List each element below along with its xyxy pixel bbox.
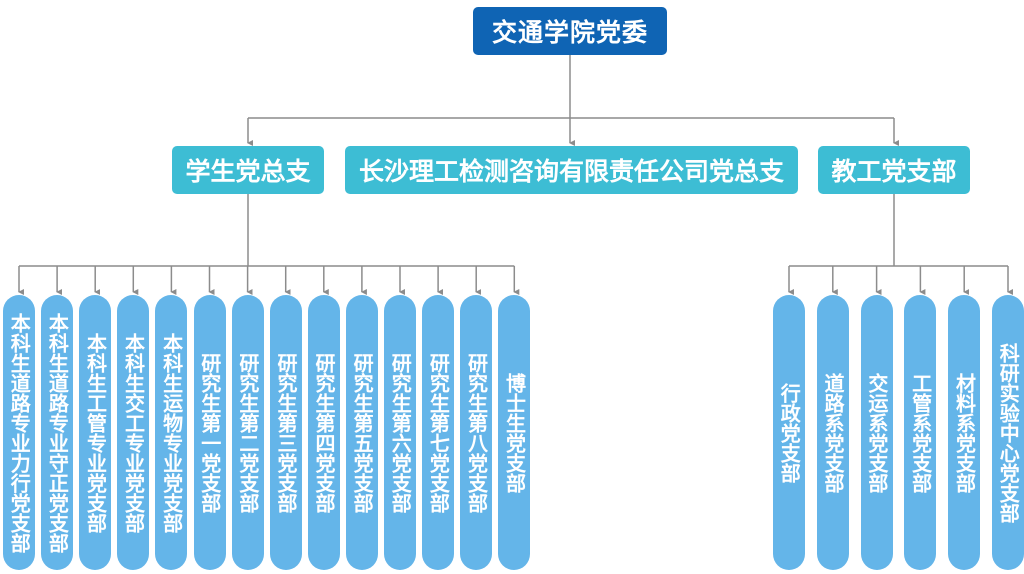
staff-unit: 科研实验中心党支部 [992, 295, 1024, 570]
student-unit: 研究生第四党支部 [307, 295, 340, 570]
staff-unit: 道路系党支部 [816, 295, 849, 570]
student-unit: 研究生第五党支部 [345, 295, 378, 570]
student-unit: 研究生第八党支部 [460, 295, 493, 570]
student-unit: 研究生第七党支部 [422, 295, 455, 570]
branch-student: 学生党总支 [172, 146, 324, 194]
student-unit: 研究生第六党支部 [384, 295, 416, 570]
student-unit: 本科生运物专业党支部 [155, 295, 188, 570]
student-unit: 博士生党支部 [498, 295, 531, 570]
staff-unit: 交运系党支部 [860, 295, 893, 570]
branch-staff: 教工党支部 [818, 146, 970, 194]
staff-unit: 材料系党支部 [948, 295, 981, 570]
staff-unit: 工管系党支部 [904, 295, 937, 570]
student-unit: 本科生道路专业力行党支部 [3, 295, 35, 570]
branch-company: 长沙理工检测咨询有限责任公司党总支 [345, 146, 798, 194]
staff-unit: 行政党支部 [773, 295, 805, 570]
root-node: 交通学院党委 [473, 7, 667, 55]
student-unit: 研究生第三党支部 [269, 295, 302, 570]
student-unit: 研究生第二党支部 [231, 295, 264, 570]
student-unit: 本科生交工专业党支部 [117, 295, 150, 570]
student-unit: 研究生第一党支部 [193, 295, 226, 570]
student-unit: 本科生道路专业守正党支部 [41, 295, 74, 570]
student-unit: 本科生工管专业党支部 [79, 295, 112, 570]
